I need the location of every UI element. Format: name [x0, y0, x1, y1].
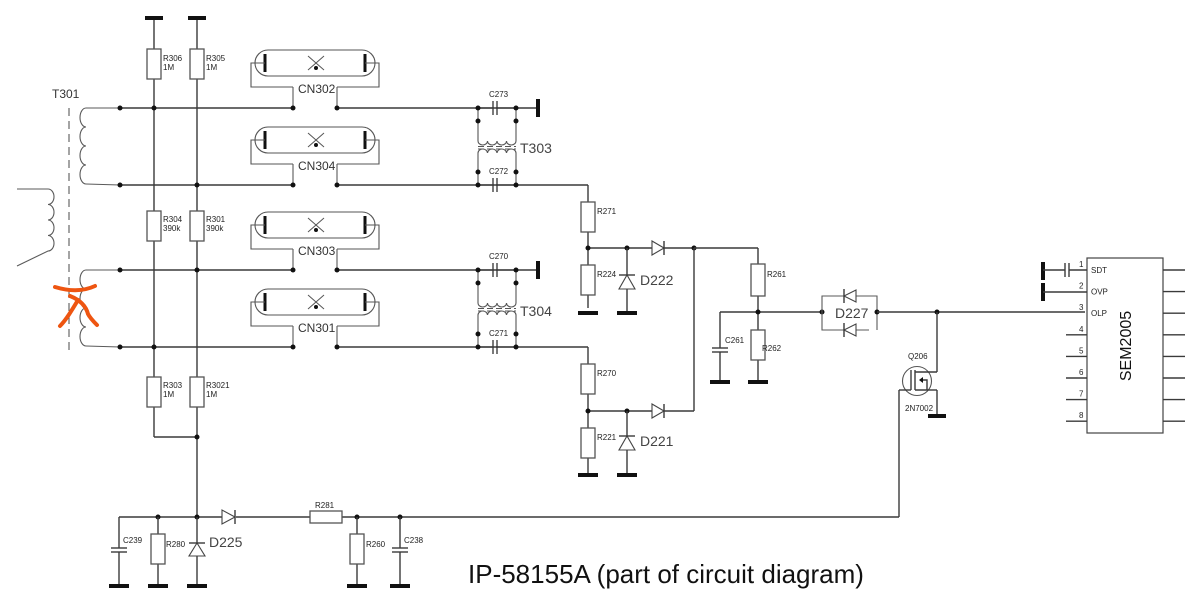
- t301-label: T301: [52, 87, 80, 101]
- svg-text:R304: R304: [163, 215, 183, 224]
- junctions-left: [117, 105, 200, 440]
- resistor-r3021: R3021 1M: [189, 376, 230, 408]
- svg-text:390k: 390k: [163, 224, 181, 233]
- svg-text:R271: R271: [597, 207, 617, 216]
- svg-text:C272: C272: [489, 167, 509, 176]
- svg-text:C273: C273: [489, 90, 509, 99]
- svg-text:D222: D222: [640, 272, 674, 288]
- svg-text:C271: C271: [489, 329, 509, 338]
- zener-d221: [618, 434, 636, 451]
- transformer-t301: T301: [16, 87, 121, 350]
- mosfet-q206: Q206 2N7002: [898, 312, 946, 517]
- svg-text:R303: R303: [163, 381, 183, 390]
- resistor-r303: R303 1M: [146, 376, 183, 408]
- svg-text:R221: R221: [597, 433, 617, 442]
- svg-text:R260: R260: [366, 540, 386, 549]
- svg-text:Q206: Q206: [908, 352, 928, 361]
- bottom-network: C239 R280 D225 R281 R260 C238: [109, 501, 899, 588]
- svg-text:R3021: R3021: [206, 381, 230, 390]
- diode-series-lower: [651, 403, 666, 419]
- svg-text:C261: C261: [725, 336, 745, 345]
- primary-winding: [16, 188, 55, 267]
- main-wires: [120, 18, 588, 517]
- resistor-r304: R304 390k: [146, 210, 183, 242]
- ic-pin-number: 3: [1079, 303, 1084, 312]
- svg-text:R301: R301: [206, 215, 226, 224]
- resistor-r305: R305 1M: [189, 48, 226, 80]
- svg-text:C270: C270: [489, 252, 509, 261]
- diode-series-bottom: [221, 509, 237, 525]
- resistor-r221: [580, 427, 596, 459]
- zener-d225: [188, 541, 206, 557]
- svg-text:T304: T304: [520, 303, 552, 319]
- sense-upper: R271 R224 D222: [578, 185, 697, 315]
- svg-text:390k: 390k: [206, 224, 224, 233]
- ic-pin-number: 6: [1079, 368, 1084, 377]
- svg-text:D227: D227: [835, 305, 869, 321]
- lamp-cn303: CN303: [249, 210, 381, 273]
- svg-text:R305: R305: [206, 54, 226, 63]
- svg-text:R261: R261: [767, 270, 787, 279]
- resistor-r270: [580, 363, 596, 395]
- resistor-r262: [750, 329, 766, 361]
- zener-d222: [618, 273, 636, 290]
- diode-d227-a: [842, 289, 857, 303]
- ic-pin-number: 4: [1079, 325, 1084, 334]
- balancer-t304: C270 C271 T304: [474, 252, 552, 355]
- balancer-t303: C273 C272 T303: [474, 90, 552, 193]
- svg-text:CN302: CN302: [298, 82, 336, 96]
- resistor-r281: [309, 510, 343, 524]
- resistor-r260: [349, 533, 365, 565]
- resistor-r271: [580, 201, 596, 233]
- svg-text:1M: 1M: [206, 63, 217, 72]
- svg-text:1M: 1M: [163, 63, 174, 72]
- ic-pin-name: OVP: [1091, 288, 1108, 297]
- svg-text:C238: C238: [404, 536, 424, 545]
- ic-pin-name: OLP: [1091, 309, 1107, 318]
- resistor-r261: [750, 263, 766, 297]
- annotation-x-mark: [53, 284, 99, 328]
- ic-pin-name: SDT: [1091, 266, 1107, 275]
- ic-sem2005: SEM2005: [1041, 257, 1164, 434]
- lamp-cn302: CN302: [249, 48, 381, 111]
- svg-text:R281: R281: [315, 501, 335, 510]
- resistor-r306: R306 1M: [146, 48, 183, 80]
- ic-name: SEM2005: [1118, 311, 1135, 381]
- filter-network: R261 R262 C261 D227: [694, 247, 1085, 384]
- ic-pin-number: 2: [1079, 282, 1084, 291]
- svg-text:D221: D221: [640, 433, 674, 449]
- svg-text:R280: R280: [166, 540, 186, 549]
- svg-text:R224: R224: [597, 270, 617, 279]
- svg-text:R306: R306: [163, 54, 183, 63]
- ic-pin-number: 1: [1079, 260, 1084, 269]
- sense-lower: R270 R221 D221: [578, 248, 695, 477]
- svg-text:1M: 1M: [163, 390, 174, 399]
- resistor-r301: R301 390k: [189, 210, 226, 242]
- svg-text:CN303: CN303: [298, 244, 336, 258]
- diagram-caption: IP-58155A (part of circuit diagram): [468, 559, 864, 589]
- svg-text:D225: D225: [209, 534, 243, 550]
- secondary-winding-upper: [79, 107, 121, 186]
- resistor-r224: [580, 264, 596, 296]
- ic-pin-number: 8: [1079, 411, 1084, 420]
- svg-text:R262: R262: [762, 344, 782, 353]
- lamp-cn304: CN304: [249, 125, 381, 188]
- ic-pin-number: 7: [1079, 390, 1084, 399]
- svg-text:R270: R270: [597, 369, 617, 378]
- lamp-cn301: CN301: [249, 287, 381, 350]
- svg-text:C239: C239: [123, 536, 143, 545]
- svg-text:CN304: CN304: [298, 159, 336, 173]
- resistor-r280: [150, 533, 166, 565]
- svg-text:1M: 1M: [206, 390, 217, 399]
- svg-text:CN301: CN301: [298, 321, 336, 335]
- diode-series-upper: [651, 240, 666, 256]
- svg-text:T303: T303: [520, 140, 552, 156]
- ic-pin-number: 5: [1079, 346, 1084, 355]
- svg-text:2N7002: 2N7002: [905, 404, 934, 413]
- diode-d227-b: [842, 323, 857, 337]
